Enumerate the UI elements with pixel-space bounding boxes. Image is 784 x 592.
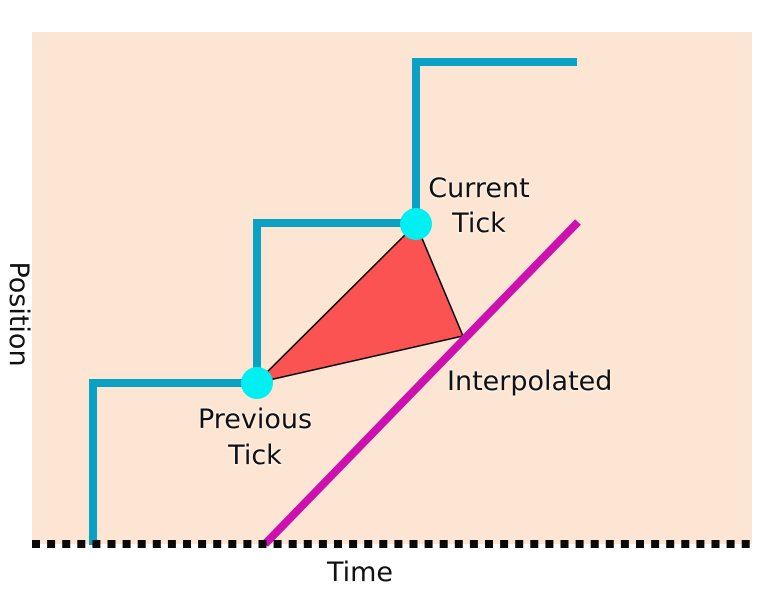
interpolated-line	[262, 219, 581, 547]
current-tick-marker	[400, 208, 432, 240]
current-tick-label-line2: Tick	[451, 208, 506, 239]
previous-tick-label-line1: Previous	[198, 404, 312, 435]
interpolated-label: Interpolated	[447, 366, 612, 397]
step-line	[89, 58, 577, 545]
error-triangle	[253, 222, 465, 385]
previous-tick-marker	[241, 367, 273, 399]
y-axis-label: Position	[3, 261, 34, 366]
x-axis-label: Time	[326, 557, 393, 588]
previous-tick-label-line2: Tick	[227, 440, 282, 471]
current-tick-label-line1: Current	[428, 173, 529, 204]
